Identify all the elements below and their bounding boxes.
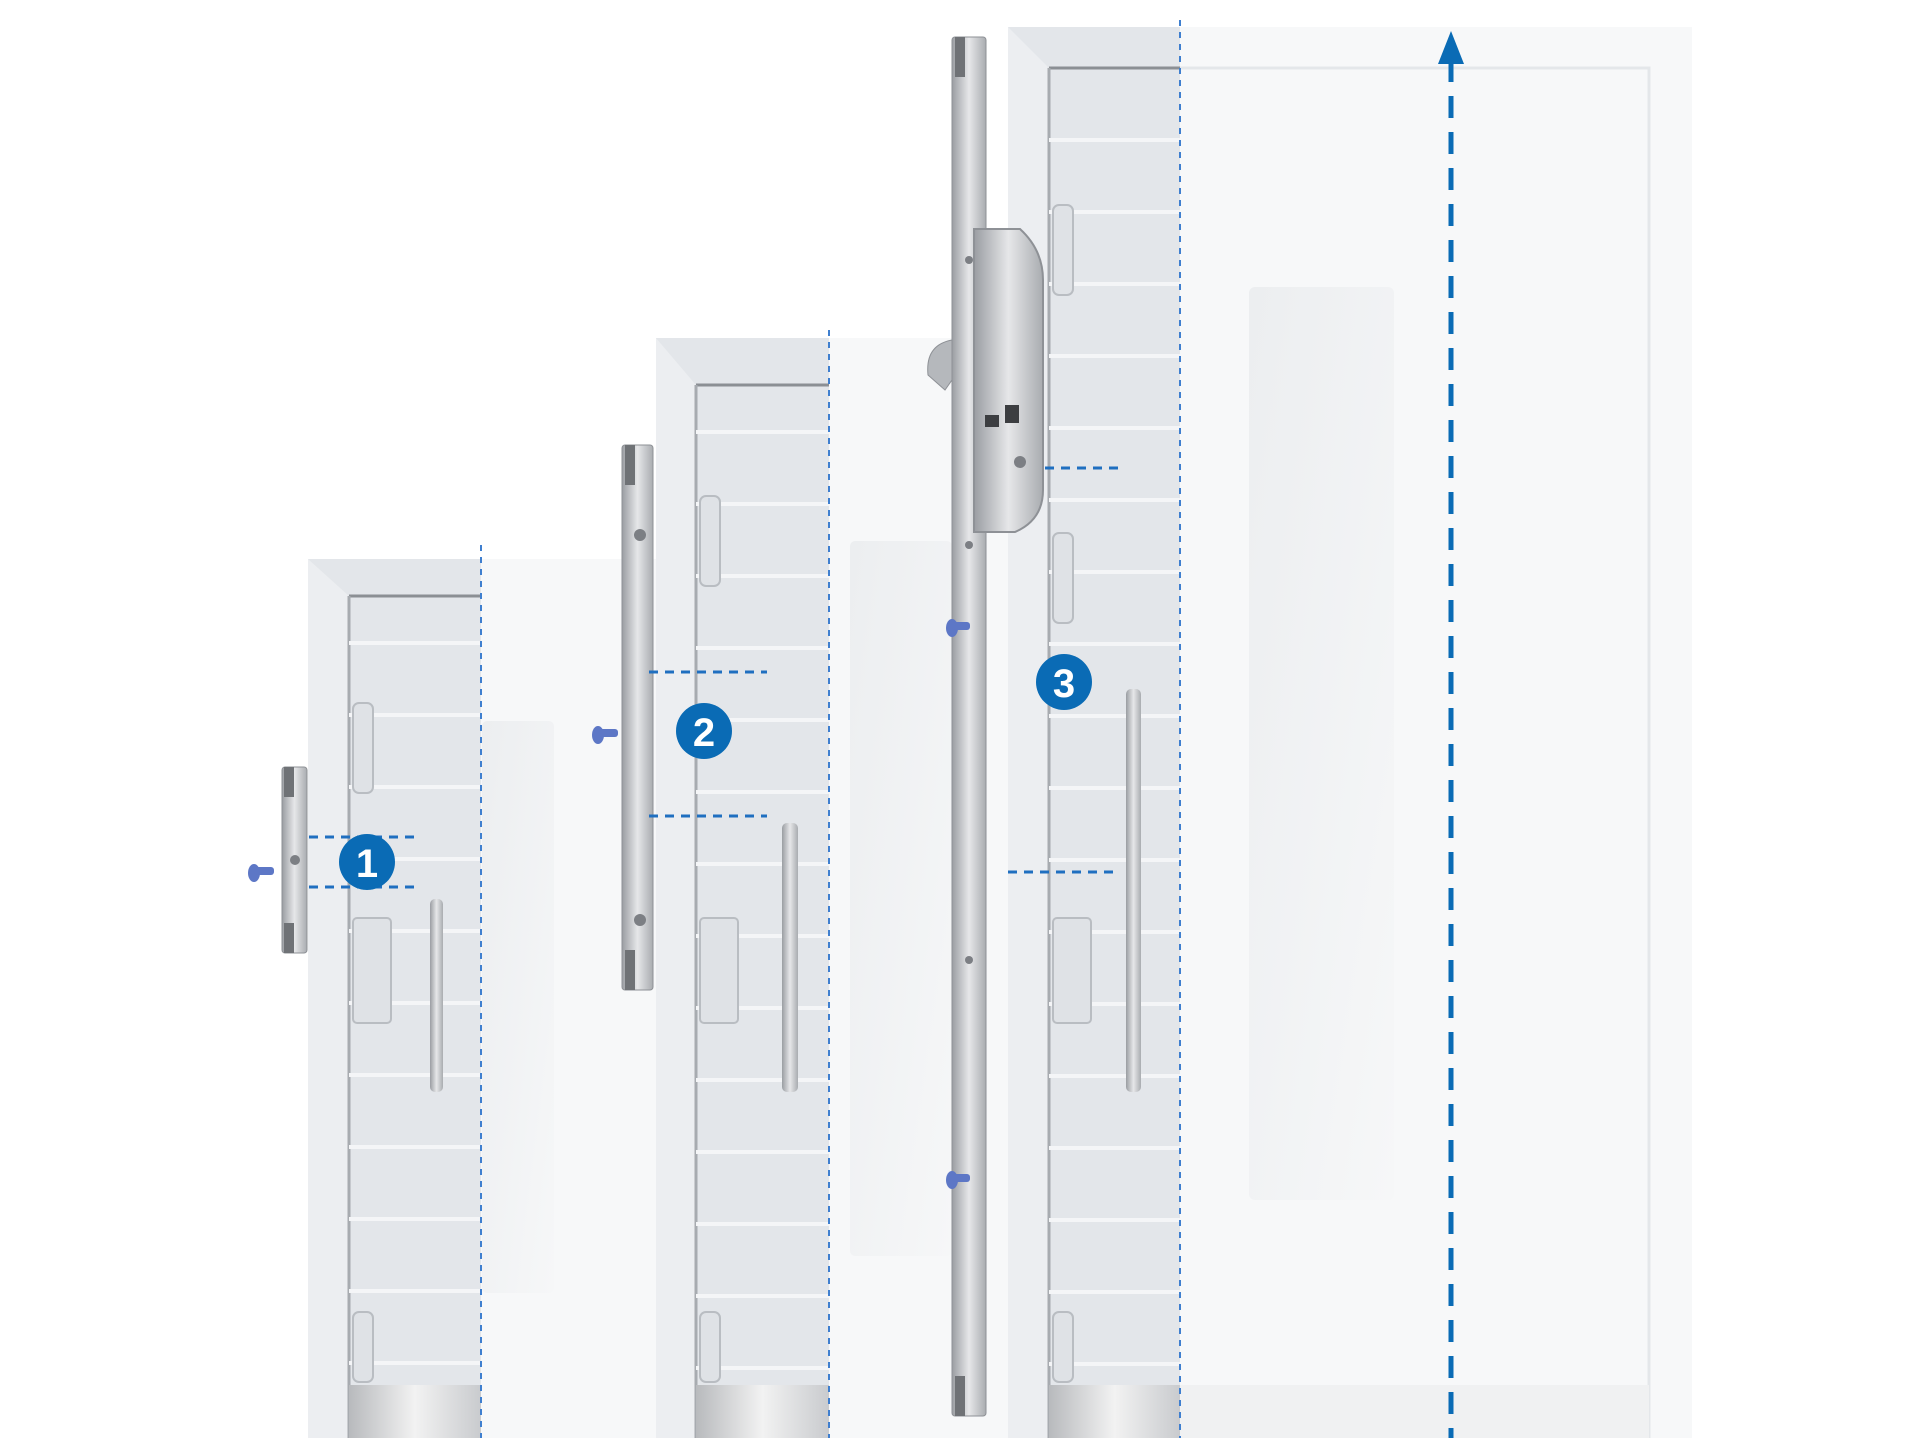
ghost-locks [352,204,1092,1383]
lock-strip-1 [281,766,308,954]
pin-icon [592,726,618,744]
pin-icon [946,619,970,637]
door-3 [1008,20,1692,1438]
door-1-handle [430,899,443,1092]
lock-strip-2 [621,444,654,991]
pin-icon [946,1171,970,1189]
badge-3: 3 [1036,654,1092,710]
badge-3-label: 3 [1053,662,1075,706]
door-3-glass-panel [1249,287,1394,1200]
badge-1-label: 1 [356,842,378,886]
door-1-glass-panel [482,721,554,1293]
arrow-up-icon [1438,31,1464,64]
badge-1: 1 [339,834,395,890]
door-2-handle [782,823,798,1092]
lock-strip-3 [927,36,1044,1417]
door-2-glass-panel [850,541,952,1256]
badge-2: 2 [676,703,732,759]
badge-2-label: 2 [693,711,715,755]
height-arrow [1438,31,1464,1438]
pin-icon [248,864,274,882]
door-3-handle [1126,689,1141,1092]
main-lock-case [973,228,1044,533]
locking-pins [248,619,970,1189]
